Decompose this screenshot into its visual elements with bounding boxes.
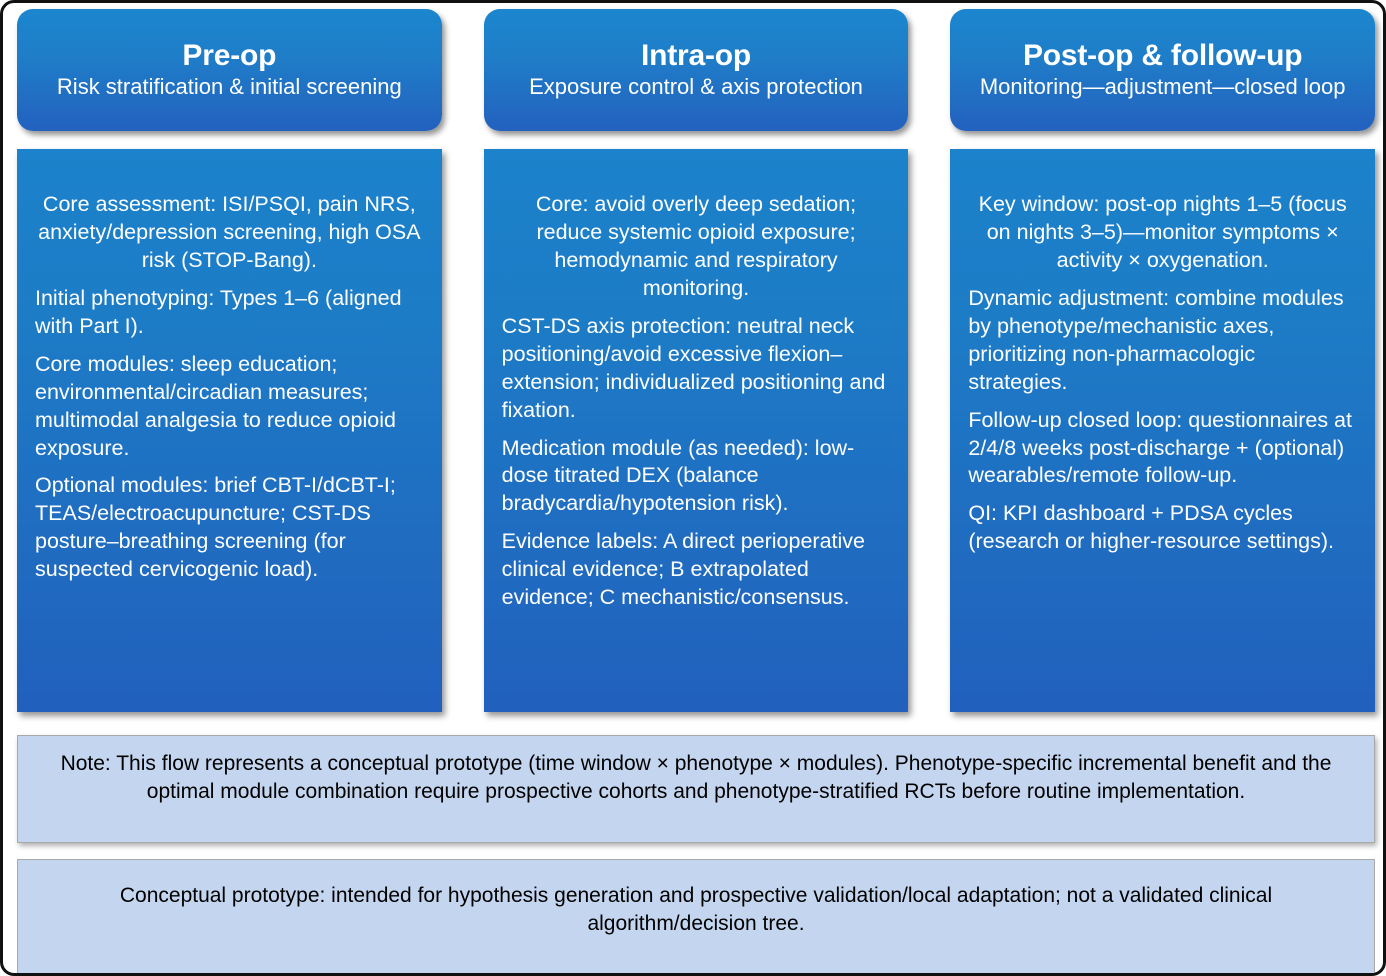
phase-columns: Pre-op Risk stratification & initial scr… [17, 9, 1376, 712]
note-disclaimer-text: Note: This flow represents a conceptual … [60, 752, 1332, 804]
phase-paragraph: Core assessment: ISI/PSQI, pain NRS, anx… [38, 192, 421, 272]
phase-paragraph: Key window: post-op nights 1–5 (focus on… [978, 192, 1347, 272]
phase-title-post-op: Post-op & follow-up [1022, 38, 1303, 72]
phase-paragraph: Core: avoid overly deep sedation; reduce… [535, 192, 857, 300]
phase-paragraph: Evidence labels: A direct perioperative … [501, 529, 865, 610]
phase-paragraph: Dynamic adjustment: combine modules by p… [968, 285, 1344, 394]
phase-subtitle-post-op: Monitoring—adjustment—closed loop [979, 74, 1346, 100]
phase-column-intra-op: Intra-op Exposure control & axis protect… [483, 9, 909, 712]
phase-body-post-op: Key window: post-op nights 1–5 (focus on… [950, 149, 1376, 712]
phase-paragraph: Core modules: sleep education; environme… [35, 351, 396, 460]
phase-paragraph: Optional modules: brief CBT-I/dCBT-I; TE… [35, 473, 396, 582]
phase-subtitle-intra-op: Exposure control & axis protection [529, 74, 863, 100]
phase-paragraph: Initial phenotyping: Types 1–6 (aligned … [35, 285, 402, 338]
phase-paragraph: Medication module (as needed): low-dose … [501, 435, 855, 516]
phase-body-intra-op: Core: avoid overly deep sedation; reduce… [483, 149, 909, 712]
phase-paragraph: QI: KPI dashboard + PDSA cycles (researc… [968, 501, 1334, 554]
phase-column-post-op: Post-op & follow-up Monitoring—adjustmen… [950, 9, 1376, 712]
phase-header-post-op: Post-op & follow-up Monitoring—adjustmen… [950, 9, 1376, 131]
phase-title-pre-op: Pre-op [182, 38, 277, 72]
phase-paragraph: Follow-up closed loop: questionnaires at… [968, 407, 1352, 488]
phase-subtitle-pre-op: Risk stratification & initial screening [56, 74, 402, 100]
note-disclaimer: Note: This flow represents a conceptual … [17, 735, 1375, 843]
note-prototype-text: Conceptual prototype: intended for hypot… [119, 884, 1273, 936]
phase-body-pre-op: Core assessment: ISI/PSQI, pain NRS, anx… [17, 149, 442, 712]
phase-column-pre-op: Pre-op Risk stratification & initial scr… [17, 9, 442, 712]
phase-paragraph: CST-DS axis protection: neutral neck pos… [501, 313, 886, 422]
phase-title-intra-op: Intra-op [640, 38, 752, 72]
phase-header-pre-op: Pre-op Risk stratification & initial scr… [17, 9, 442, 131]
note-prototype: Conceptual prototype: intended for hypot… [17, 859, 1375, 973]
phase-header-intra-op: Intra-op Exposure control & axis protect… [483, 9, 909, 131]
